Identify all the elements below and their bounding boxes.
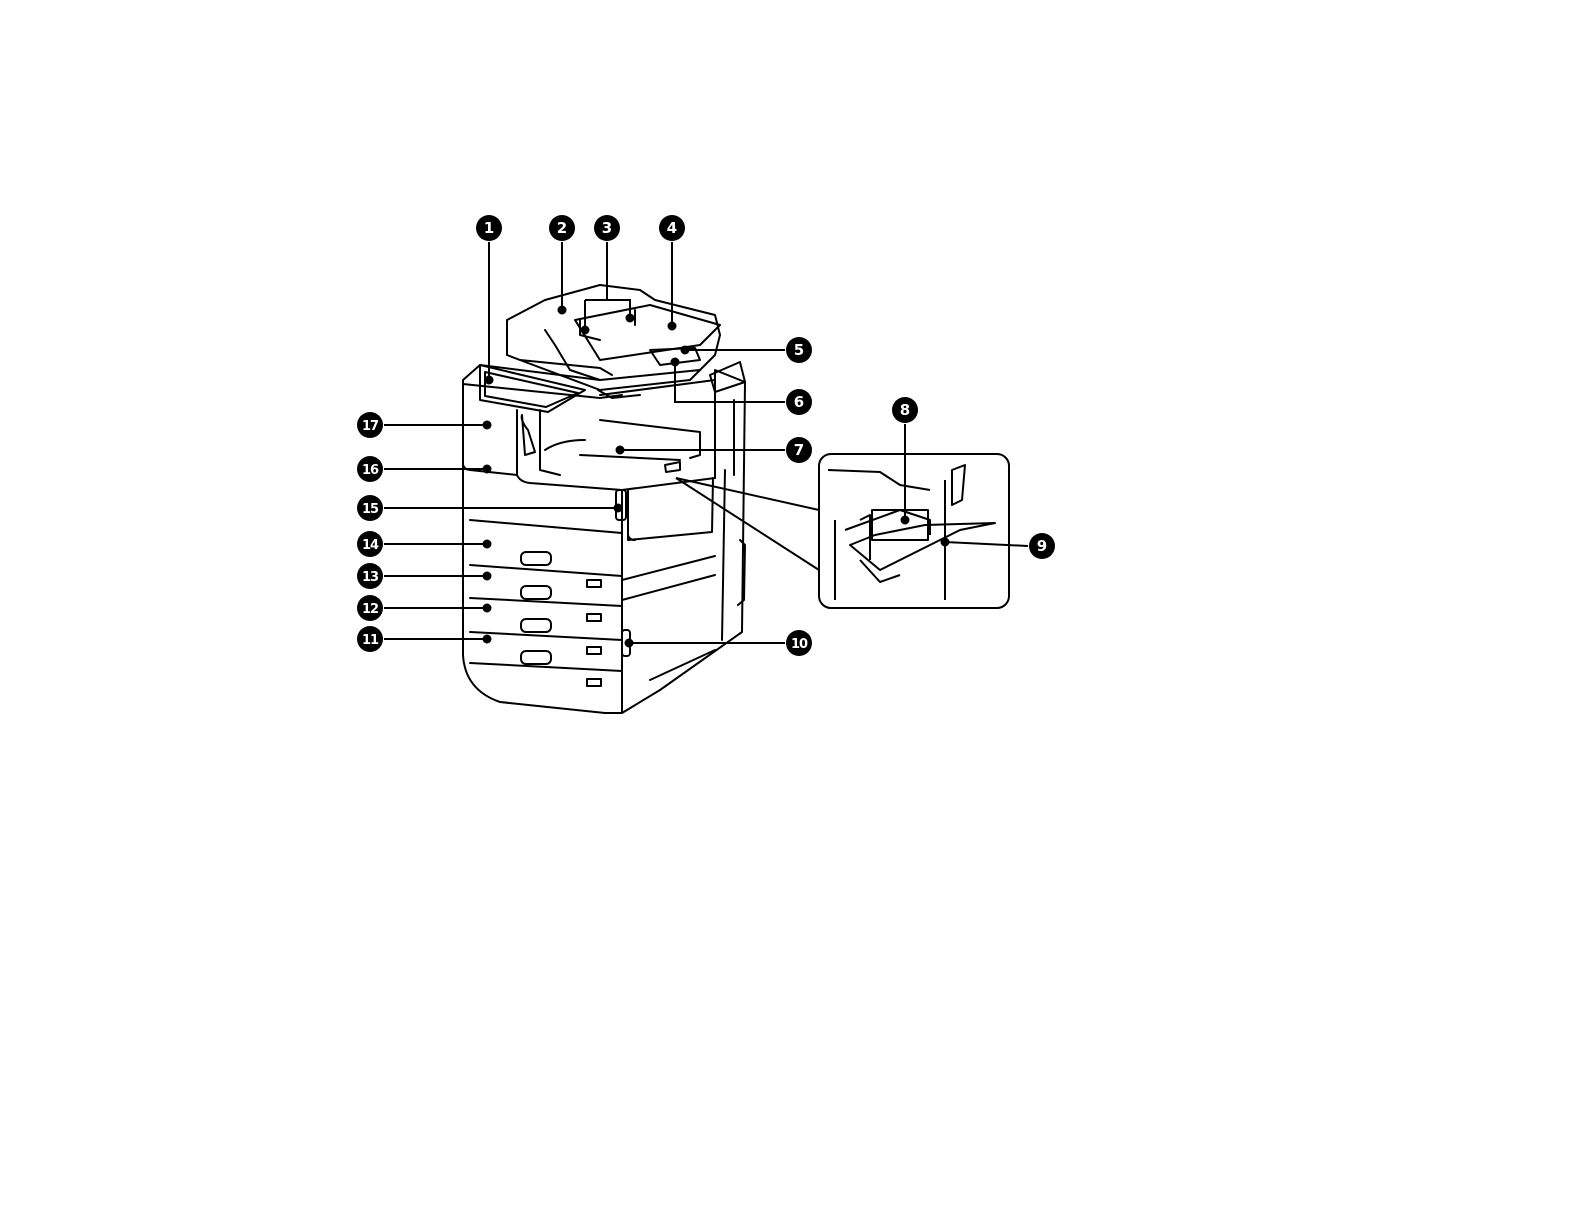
svg-text:12: 12 [362,602,378,617]
svg-text:15: 15 [362,502,379,517]
callouts: 1 2 3 4 5 6 7 8 9 10 11 12 13 14 15 16 1… [357,215,1055,656]
callout-6: 6 [786,389,812,415]
svg-text:2: 2 [557,219,567,237]
callout-1: 1 [476,215,502,241]
callout-13: 13 [357,563,383,589]
callout-17: 17 [357,412,383,438]
svg-text:3: 3 [602,219,612,237]
svg-text:17: 17 [362,419,379,434]
callout-5: 5 [786,337,812,363]
svg-text:8: 8 [900,401,910,419]
callout-11: 11 [357,626,383,652]
callout-3: 3 [594,215,620,241]
svg-text:4: 4 [667,219,677,237]
svg-text:5: 5 [794,341,804,359]
callout-7: 7 [786,437,812,463]
callout-15: 15 [357,495,383,521]
svg-text:14: 14 [362,538,379,553]
callout-16: 16 [357,456,383,482]
leader-lines [384,242,1028,647]
svg-text:9: 9 [1037,537,1047,555]
svg-text:6: 6 [794,393,804,411]
callout-4: 4 [659,215,685,241]
svg-text:16: 16 [362,463,379,478]
svg-text:11: 11 [362,633,379,648]
svg-text:7: 7 [794,441,804,459]
callout-14: 14 [357,531,383,557]
callout-9: 9 [1029,533,1055,559]
inset-mp-tray [676,454,1009,608]
paper-cassettes [470,520,622,686]
printer-main-body [463,365,745,713]
svg-text:13: 13 [362,570,379,585]
callout-10: 10 [786,630,812,656]
callout-12: 12 [357,595,383,621]
callout-8: 8 [892,397,918,423]
svg-text:1: 1 [484,219,494,237]
callout-2: 2 [549,215,575,241]
svg-text:10: 10 [791,637,808,652]
